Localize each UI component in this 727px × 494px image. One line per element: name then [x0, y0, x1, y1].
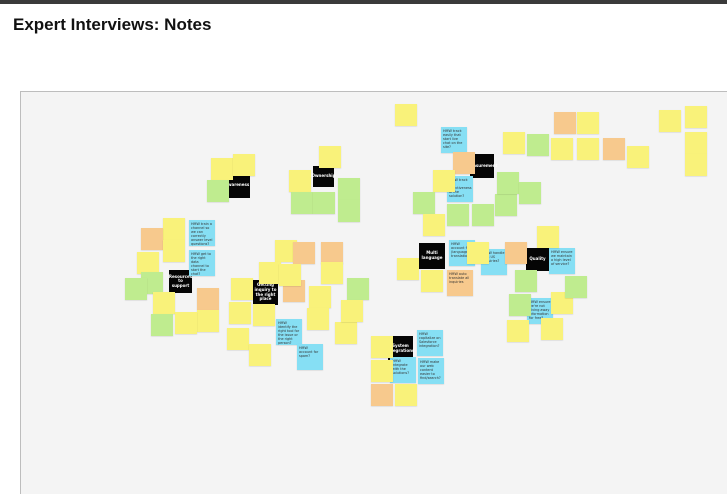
note-sticky[interactable]: [211, 158, 233, 180]
note-sticky[interactable]: [421, 270, 443, 292]
note-sticky[interactable]: [347, 278, 369, 300]
question-sticky[interactable]: HMW auto translate all inquiries: [447, 270, 473, 296]
note-sticky[interactable]: [577, 112, 599, 134]
note-sticky[interactable]: [249, 344, 271, 366]
question-sticky[interactable]: HMW account for spam?: [297, 344, 323, 370]
topic-getting-inquiry-to-the-right-place[interactable]: Getting inquiry to the right place: [253, 280, 278, 305]
note-sticky[interactable]: [423, 214, 445, 236]
note-sticky[interactable]: [495, 194, 517, 216]
whiteboard-canvas[interactable]: Awareness Ownership Measurement Resource…: [20, 91, 727, 494]
question-sticky[interactable]: HMW integrate with the solutions?: [390, 357, 416, 383]
note-sticky[interactable]: [503, 132, 525, 154]
note-sticky[interactable]: [497, 172, 519, 194]
note-sticky[interactable]: [197, 310, 219, 332]
note-sticky[interactable]: [163, 240, 185, 262]
note-sticky[interactable]: [395, 384, 417, 406]
top-bar: [0, 0, 727, 4]
note-sticky[interactable]: [537, 226, 559, 248]
question-sticky[interactable]: HMW make our web content easier to find/…: [418, 358, 444, 384]
note-sticky[interactable]: [551, 138, 573, 160]
note-sticky[interactable]: [338, 200, 360, 222]
note-sticky[interactable]: [309, 286, 331, 308]
note-sticky[interactable]: [125, 278, 147, 300]
note-sticky[interactable]: [685, 106, 707, 128]
topic-resources-to-support[interactable]: Resources to support: [169, 270, 192, 293]
note-sticky[interactable]: [289, 170, 311, 192]
note-sticky[interactable]: [519, 182, 541, 204]
note-sticky[interactable]: [659, 110, 681, 132]
note-sticky[interactable]: [395, 104, 417, 126]
note-sticky[interactable]: [627, 146, 649, 168]
note-sticky[interactable]: [163, 218, 185, 240]
note-sticky[interactable]: [151, 314, 173, 336]
note-sticky[interactable]: [313, 192, 335, 214]
note-sticky[interactable]: [321, 262, 343, 284]
note-sticky[interactable]: [338, 178, 360, 200]
note-sticky[interactable]: [319, 146, 341, 168]
note-sticky[interactable]: [341, 300, 363, 322]
note-sticky[interactable]: [603, 138, 625, 160]
note-sticky[interactable]: [527, 134, 549, 156]
note-sticky[interactable]: [371, 384, 393, 406]
question-sticky[interactable]: HMW identify the right tool for the issu…: [276, 319, 302, 345]
note-sticky[interactable]: [433, 170, 455, 192]
note-sticky[interactable]: [153, 292, 175, 314]
note-sticky[interactable]: [453, 152, 475, 174]
note-sticky[interactable]: [413, 192, 435, 214]
note-sticky[interactable]: [505, 242, 527, 264]
question-sticky[interactable]: HMW capitalize on Salesforce integration…: [417, 330, 443, 356]
note-sticky[interactable]: [253, 304, 275, 326]
note-sticky[interactable]: [197, 288, 219, 310]
note-sticky[interactable]: [321, 242, 343, 264]
note-sticky[interactable]: [371, 360, 393, 382]
note-sticky[interactable]: [397, 258, 419, 280]
note-sticky[interactable]: [507, 320, 529, 342]
note-sticky[interactable]: [472, 204, 494, 226]
topic-ownership[interactable]: Ownership: [311, 166, 336, 187]
question-sticky[interactable]: HMW train a channel so we can correctly …: [189, 220, 215, 246]
note-sticky[interactable]: [509, 294, 531, 316]
topic-quality[interactable]: Quality: [526, 248, 549, 271]
note-sticky[interactable]: [371, 336, 393, 358]
note-sticky[interactable]: [515, 270, 537, 292]
note-sticky[interactable]: [335, 322, 357, 344]
note-sticky[interactable]: [291, 192, 313, 214]
note-sticky[interactable]: [279, 264, 301, 286]
note-sticky[interactable]: [207, 180, 229, 202]
question-sticky[interactable]: HMW ensure we maintain a high level of s…: [549, 248, 575, 274]
page-title: Expert Interviews: Notes: [13, 15, 212, 34]
note-sticky[interactable]: [541, 318, 563, 340]
note-sticky[interactable]: [275, 240, 297, 262]
note-sticky[interactable]: [685, 154, 707, 176]
topic-multi-language[interactable]: Multi language: [419, 243, 445, 269]
note-sticky[interactable]: [231, 278, 253, 300]
note-sticky[interactable]: [565, 276, 587, 298]
note-sticky[interactable]: [293, 242, 315, 264]
note-sticky[interactable]: [447, 204, 469, 226]
note-sticky[interactable]: [175, 312, 197, 334]
note-sticky[interactable]: [554, 112, 576, 134]
note-sticky[interactable]: [307, 308, 329, 330]
note-sticky[interactable]: [685, 132, 707, 154]
question-sticky[interactable]: HMW get to the right data channel to sta…: [189, 250, 215, 276]
note-sticky[interactable]: [227, 328, 249, 350]
note-sticky[interactable]: [141, 228, 163, 250]
note-sticky[interactable]: [233, 154, 255, 176]
note-sticky[interactable]: [137, 252, 159, 274]
note-sticky[interactable]: [467, 242, 489, 264]
note-sticky[interactable]: [577, 138, 599, 160]
note-sticky[interactable]: [229, 302, 251, 324]
note-sticky[interactable]: [259, 262, 281, 284]
question-sticky[interactable]: HMW track easily that start live chat on…: [441, 127, 467, 153]
